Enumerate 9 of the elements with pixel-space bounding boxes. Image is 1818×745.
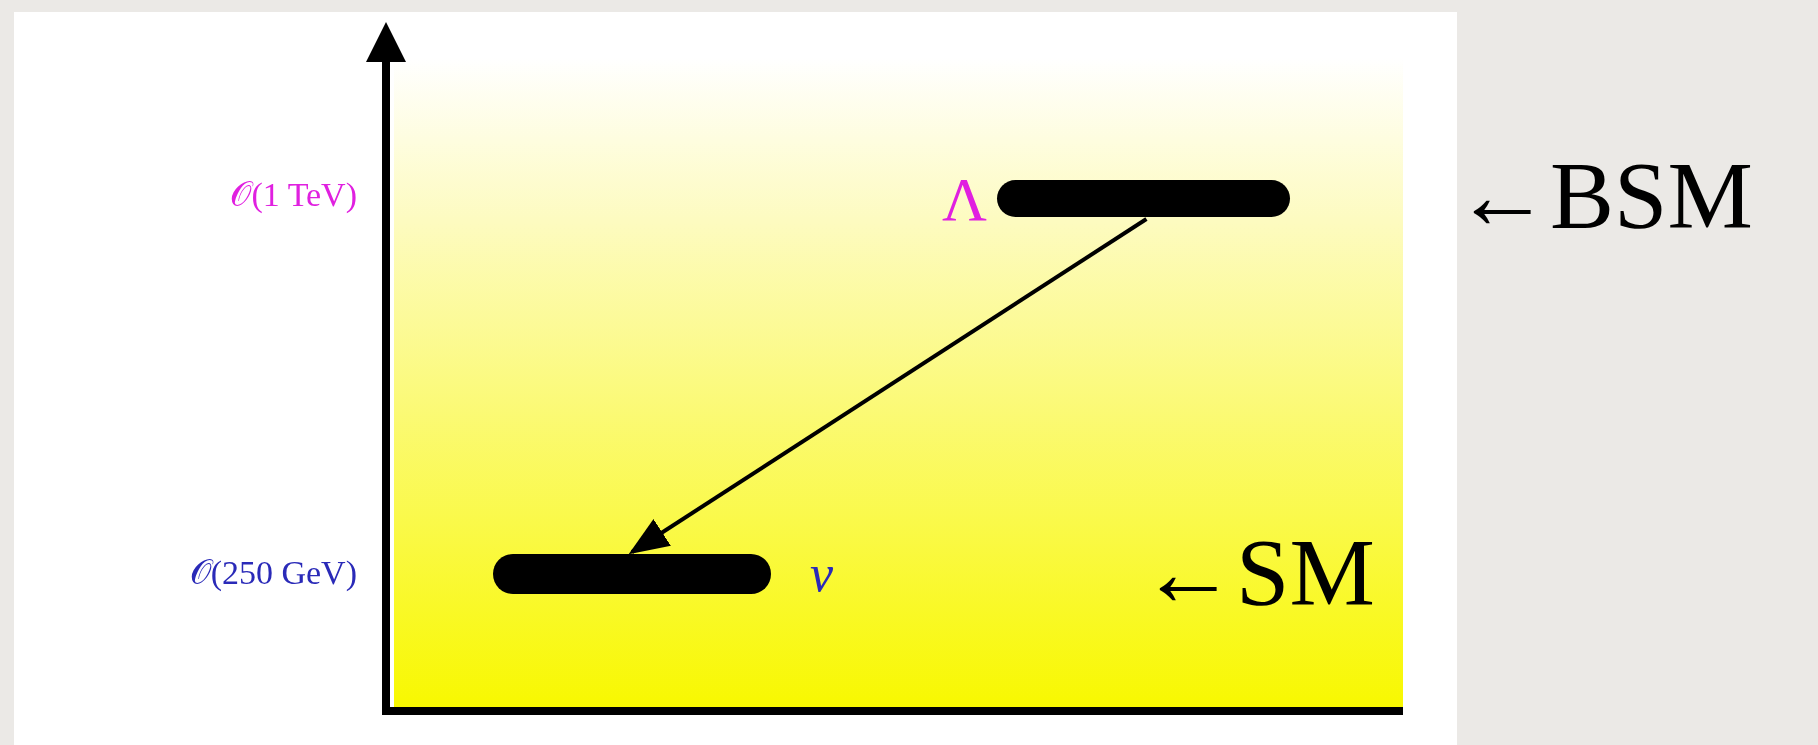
scale-label: 𝒪(1 TeV) [230,178,357,212]
energy-level-bar [493,554,771,594]
scale-label: 𝒪(250 GeV) [189,556,357,590]
arrow [628,217,1148,555]
sector-label: ←SM [1140,525,1375,621]
energy-level-bar [997,180,1290,217]
level-symbol: Λ [942,168,987,230]
level-symbol: v [810,548,834,600]
sector-label: ←BSM [1454,148,1753,244]
